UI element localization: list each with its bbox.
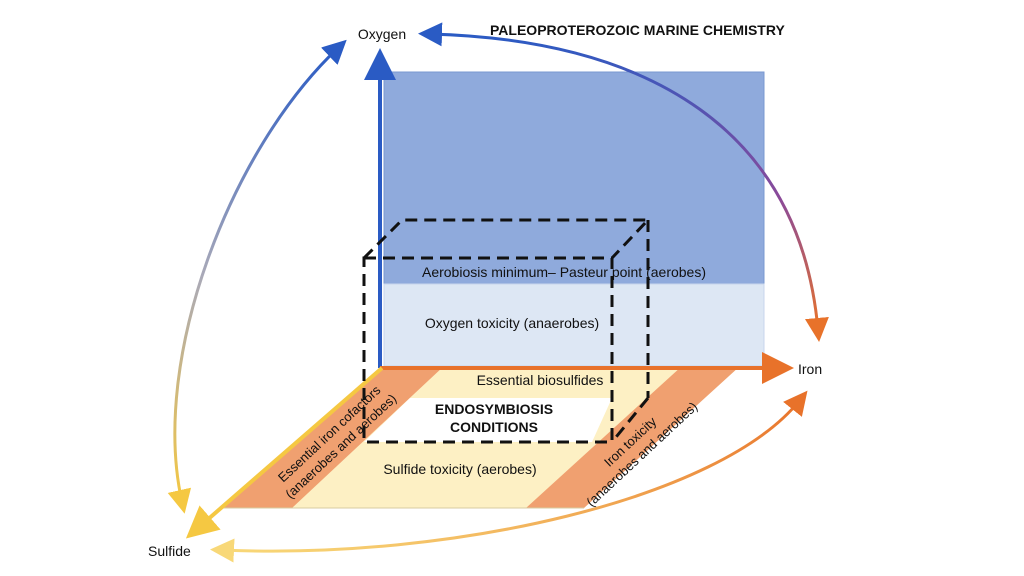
oxygen-iron-arrow [418, 22, 829, 342]
oxygen-sulfide-arrow [167, 39, 347, 514]
aerobiosis-minimum-label: Aerobiosis minimum– Pasteur point (aerob… [422, 264, 706, 280]
endosymbiosis-label-line2: CONDITIONS [450, 419, 538, 435]
sulfide-iron-arrow [210, 390, 808, 563]
sulfide-toxicity-label: Sulfide toxicity (aerobes) [383, 461, 536, 477]
diagram-title: PALEOPROTEROZOIC MARINE CHEMISTRY [490, 22, 785, 38]
essential-biosulfides-label: Essential biosulfides [477, 372, 604, 388]
iron-label: Iron [798, 361, 822, 377]
oxygen-label: Oxygen [358, 26, 406, 42]
endosymbiosis-label-line1: ENDOSYMBIOSIS [435, 401, 553, 417]
sulfide-label: Sulfide [148, 543, 191, 559]
oxygen-toxicity-label: Oxygen toxicity (anaerobes) [425, 315, 599, 331]
upper-blue-panel [383, 71, 765, 285]
endosymbiosis-box [362, 218, 652, 444]
